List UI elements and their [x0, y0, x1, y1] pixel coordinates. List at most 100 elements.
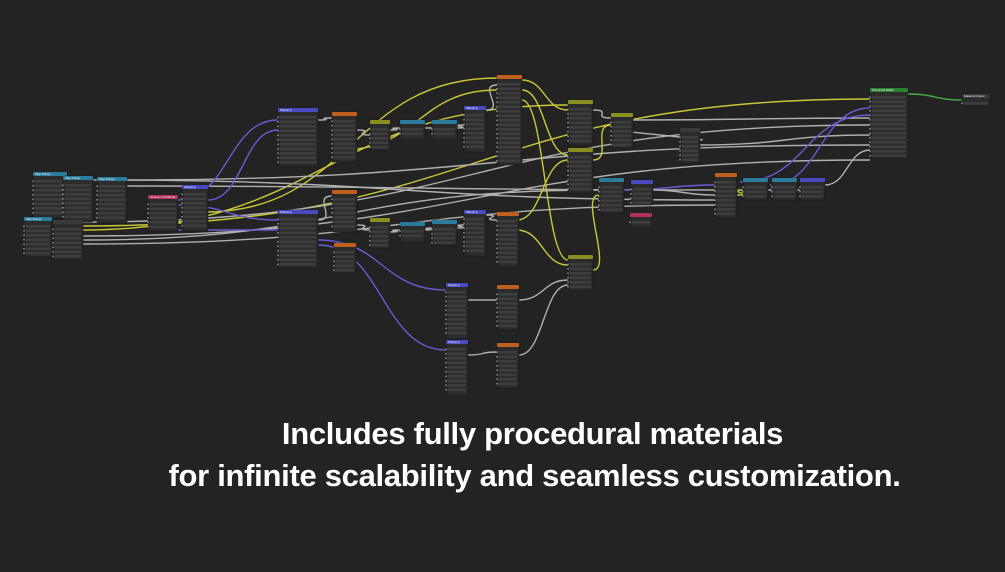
- map-range-node[interactable]: Map Range: [62, 175, 94, 223]
- node-title: Mapping: [448, 283, 460, 287]
- socket-icon: [147, 212, 149, 215]
- node-field: [601, 195, 622, 198]
- map-range-node[interactable]: Map Range: [96, 176, 128, 224]
- node-wire: [521, 89, 569, 156]
- math-node[interactable]: [431, 219, 458, 246]
- socket-icon: [331, 142, 333, 145]
- node-field: [402, 230, 423, 233]
- node-field: [466, 136, 484, 140]
- texture-node[interactable]: [496, 284, 520, 331]
- node-field: [872, 96, 906, 99]
- math-node[interactable]: [742, 177, 769, 201]
- mix-node[interactable]: [567, 254, 594, 291]
- mapping-node[interactable]: Mapping: [445, 282, 469, 340]
- socket-icon: [277, 245, 279, 248]
- node-body: [52, 219, 84, 261]
- socket-icon: [496, 119, 498, 122]
- node-header: [446, 340, 468, 344]
- node-field: [466, 231, 484, 235]
- material-output-node[interactable]: Material Output: [961, 93, 991, 107]
- mapping-node[interactable]: Mapping: [277, 107, 319, 167]
- socket-icon: [714, 190, 716, 193]
- socket-icon: [463, 136, 465, 139]
- node-field: [280, 263, 316, 266]
- socket-icon: [567, 135, 569, 138]
- socket-icon: [496, 364, 498, 367]
- socket-icon: [463, 245, 465, 248]
- socket-icon: [369, 146, 371, 149]
- texture-node[interactable]: [333, 242, 357, 274]
- node-wire: [467, 351, 498, 356]
- vector-node[interactable]: [630, 179, 654, 206]
- mix-node[interactable]: [567, 147, 594, 194]
- node-field: [65, 193, 91, 196]
- mapping-node[interactable]: Mapping: [463, 209, 487, 257]
- socket-icon: [52, 241, 54, 244]
- node-field: [872, 127, 906, 131]
- socket-icon: [277, 125, 279, 128]
- node-field: [499, 355, 517, 359]
- mix-node[interactable]: [369, 119, 391, 151]
- node-field: [499, 293, 517, 296]
- node-field: [613, 130, 631, 133]
- socket-icon: [496, 260, 498, 263]
- socket-icon: [445, 327, 447, 330]
- socket-icon: [567, 267, 569, 270]
- principled-bsdf-node[interactable]: Principled BSDF: [869, 87, 909, 159]
- node-field: [872, 123, 906, 126]
- socket-icon: [277, 116, 279, 119]
- socket-icon: [331, 124, 333, 127]
- socket-icon: [567, 174, 569, 177]
- group-node[interactable]: [52, 219, 84, 261]
- node-wire: [516, 229, 569, 266]
- socket-icon: [96, 203, 98, 206]
- node-field: [499, 229, 517, 232]
- mapping-node[interactable]: Mapping: [463, 105, 487, 153]
- math-node[interactable]: [399, 221, 426, 243]
- map-range-node[interactable]: Map Range: [23, 216, 53, 258]
- ramp-node[interactable]: [714, 172, 738, 219]
- socket-icon: [463, 218, 465, 221]
- socket-icon: [496, 233, 498, 236]
- math-node[interactable]: [598, 177, 625, 214]
- input-node[interactable]: [629, 212, 653, 229]
- node-field: [280, 161, 316, 164]
- socket-icon: [181, 215, 183, 218]
- socket-icon: [333, 251, 335, 254]
- node-field: [570, 183, 591, 186]
- node-field: [372, 137, 388, 140]
- map-range-node[interactable]: Map Range: [32, 171, 68, 219]
- socket-icon: [496, 220, 498, 223]
- math-node[interactable]: [431, 119, 458, 141]
- socket-icon: [496, 355, 498, 358]
- math-node[interactable]: [399, 119, 426, 141]
- texture-node[interactable]: [496, 211, 520, 268]
- texture-node[interactable]: [496, 74, 523, 166]
- group-node[interactable]: [679, 127, 701, 164]
- node-field: [334, 124, 355, 128]
- mix-node[interactable]: [369, 217, 391, 249]
- normal-map-node[interactable]: [799, 177, 826, 201]
- mix-node[interactable]: [567, 99, 594, 146]
- texture-node[interactable]: [331, 189, 358, 233]
- mix-node[interactable]: [610, 112, 634, 149]
- texture-node[interactable]: [496, 342, 520, 389]
- node-field: [872, 150, 906, 153]
- node-field: [280, 218, 316, 221]
- math-node[interactable]: [771, 177, 798, 201]
- node-field: [601, 204, 622, 207]
- node-field: [682, 154, 698, 157]
- node-field: [466, 236, 484, 239]
- texture-coordinate-node[interactable]: Texture Coordinate: [147, 194, 179, 232]
- node-field: [280, 231, 316, 235]
- node-wire: [824, 149, 871, 186]
- socket-icon: [369, 141, 371, 144]
- node-field: [633, 192, 651, 196]
- mapping-node[interactable]: Mapping: [277, 209, 319, 269]
- node-field: [184, 193, 206, 196]
- node-field: [280, 156, 316, 160]
- texture-node[interactable]: [331, 111, 358, 163]
- mapping-node[interactable]: Mapping: [181, 184, 209, 232]
- mapping-node[interactable]: Mapping: [445, 339, 469, 397]
